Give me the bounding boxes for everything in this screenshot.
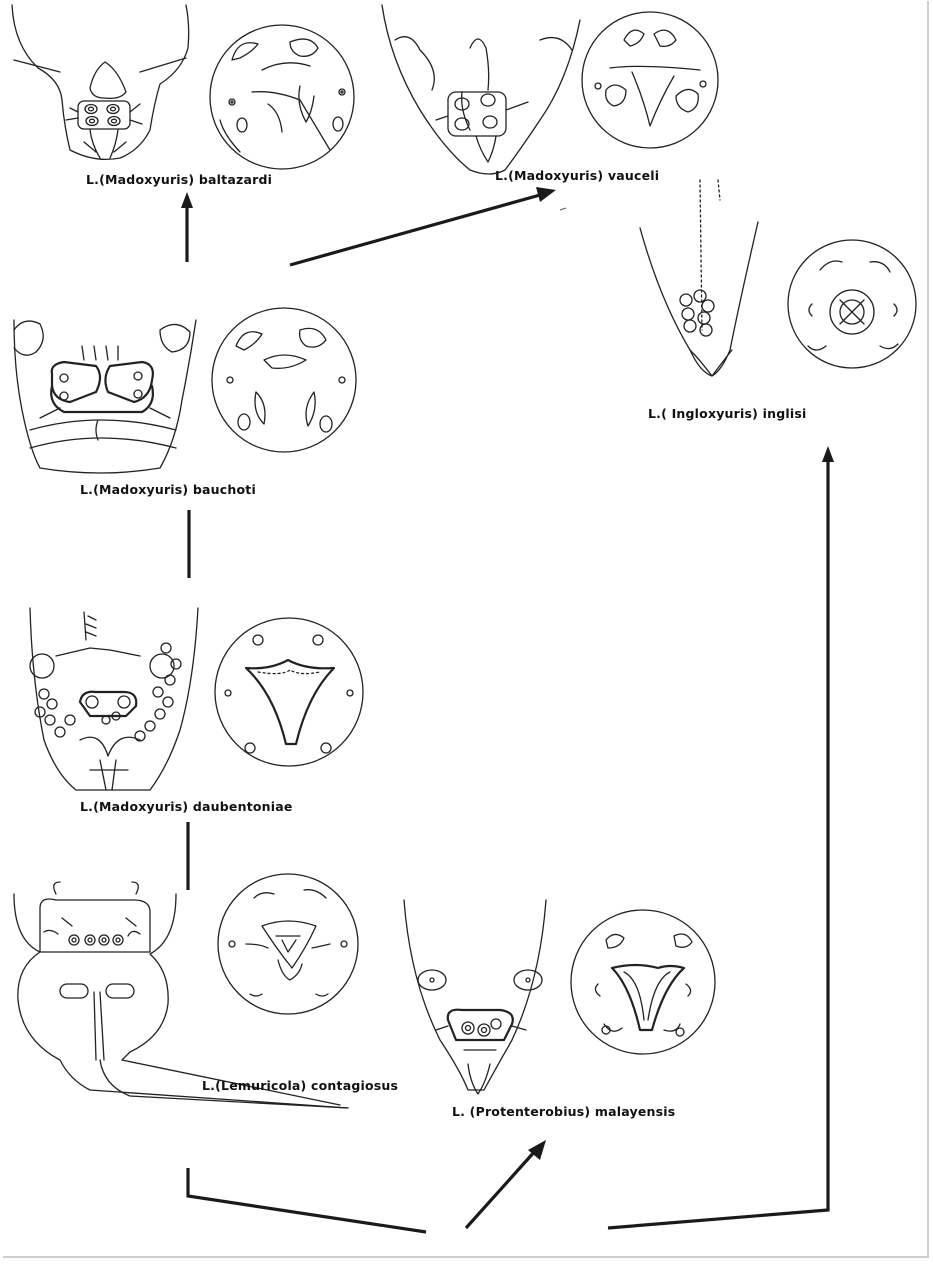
plate-border <box>3 1 929 1258</box>
